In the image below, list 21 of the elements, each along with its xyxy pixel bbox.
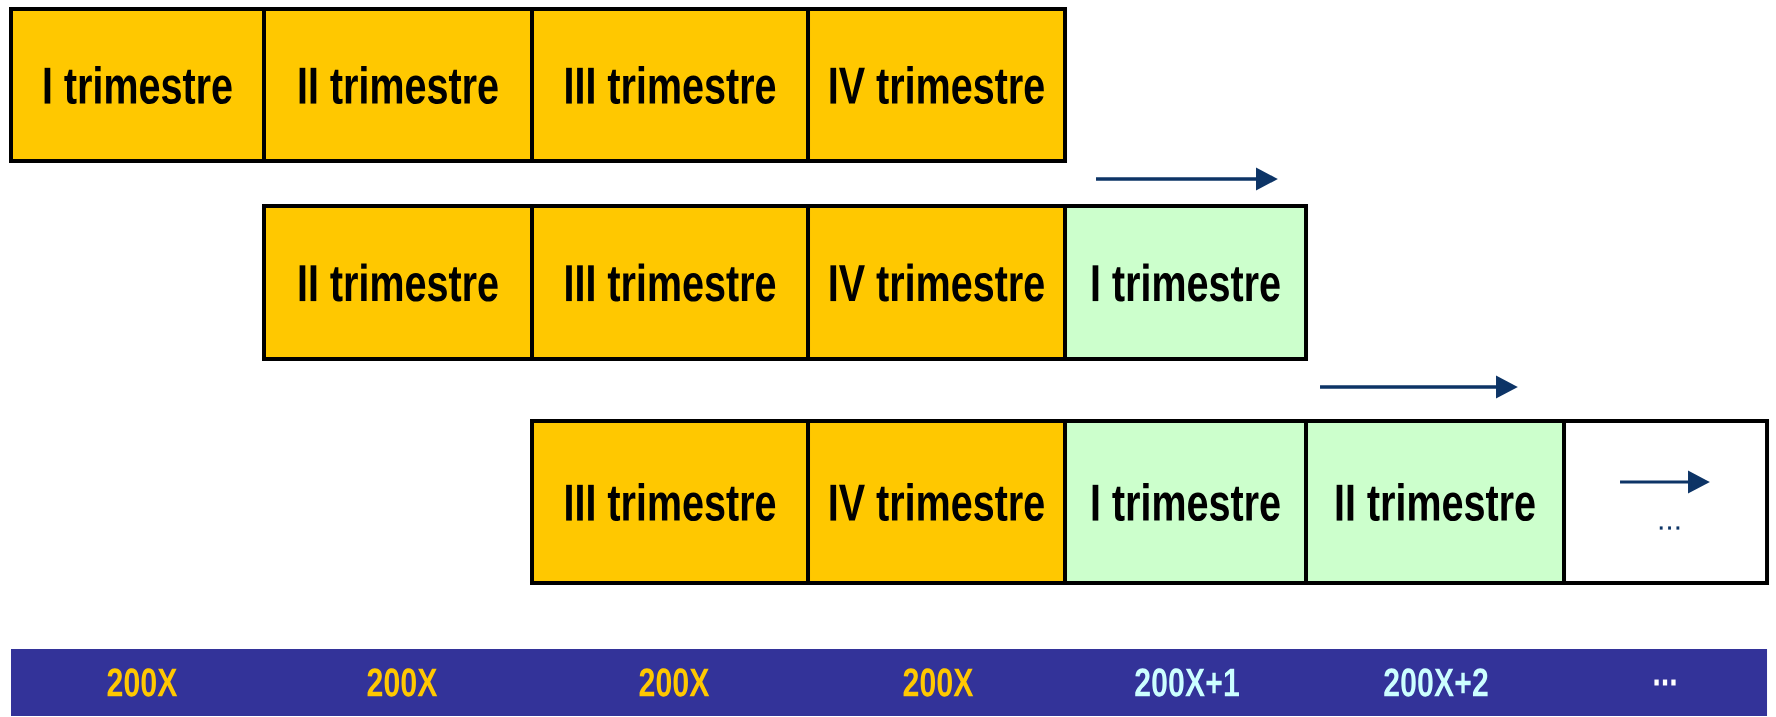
quarter-cell: III trimestre [530,7,810,163]
quarter-cell: ... [1562,419,1770,585]
year-label: 200X+1 [1135,668,1239,697]
quarter-cell: IV trimestre [806,419,1067,585]
quarter-cell: II trimestre [262,7,534,163]
year-label: 200X [107,668,178,697]
quarter-cell: IV trimestre [806,7,1067,163]
year-band [11,649,1768,716]
year-label: ... [1654,679,1676,686]
quarter-cell: I trimestre [9,7,266,163]
year-label: 200X [367,668,438,697]
quarter-cell: III trimestre [530,204,810,361]
quarter-cell: I trimestre [1063,204,1308,361]
quarter-cell: III trimestre [530,419,810,585]
quarter-cell: I trimestre [1063,419,1308,585]
year-label: 200X+2 [1384,668,1488,697]
year-label: 200X [639,668,710,697]
quarter-cell: IV trimestre [806,204,1067,361]
quarter-cell: II trimestre [1304,419,1566,585]
quarter-cell: II trimestre [262,204,534,361]
year-label: 200X [903,668,974,697]
